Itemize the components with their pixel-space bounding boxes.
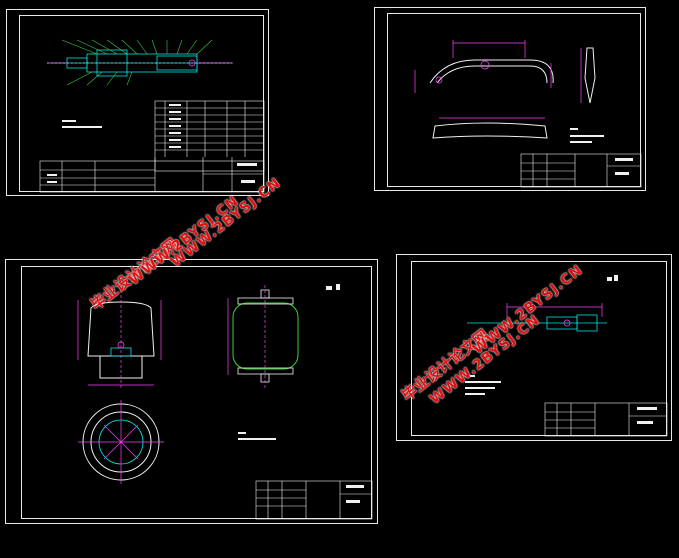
drawing-sheet-4[interactable]: 毕业设计论文网 WWW.2BYSJ.CN xyxy=(396,254,672,441)
drawing-sheet-1[interactable] xyxy=(6,9,269,196)
drawing-sheet-2-lines xyxy=(414,40,642,188)
drawing-sheet-4-lines xyxy=(465,275,668,437)
drawing-sheet-2-border xyxy=(387,13,641,187)
drawing-sheet-3-lines xyxy=(77,284,373,520)
drawing-sheet-1-lines xyxy=(39,39,265,193)
drawing-sheet-3[interactable]: 毕业设计论文网 WWW.2BYSJ.CN xyxy=(5,193,378,524)
drawing-sheet-2[interactable] xyxy=(374,7,646,191)
drawing-sheet-1-border xyxy=(19,15,264,192)
drawing-sheet-3-border xyxy=(21,266,372,519)
drawing-sheet-4-border xyxy=(411,261,667,436)
